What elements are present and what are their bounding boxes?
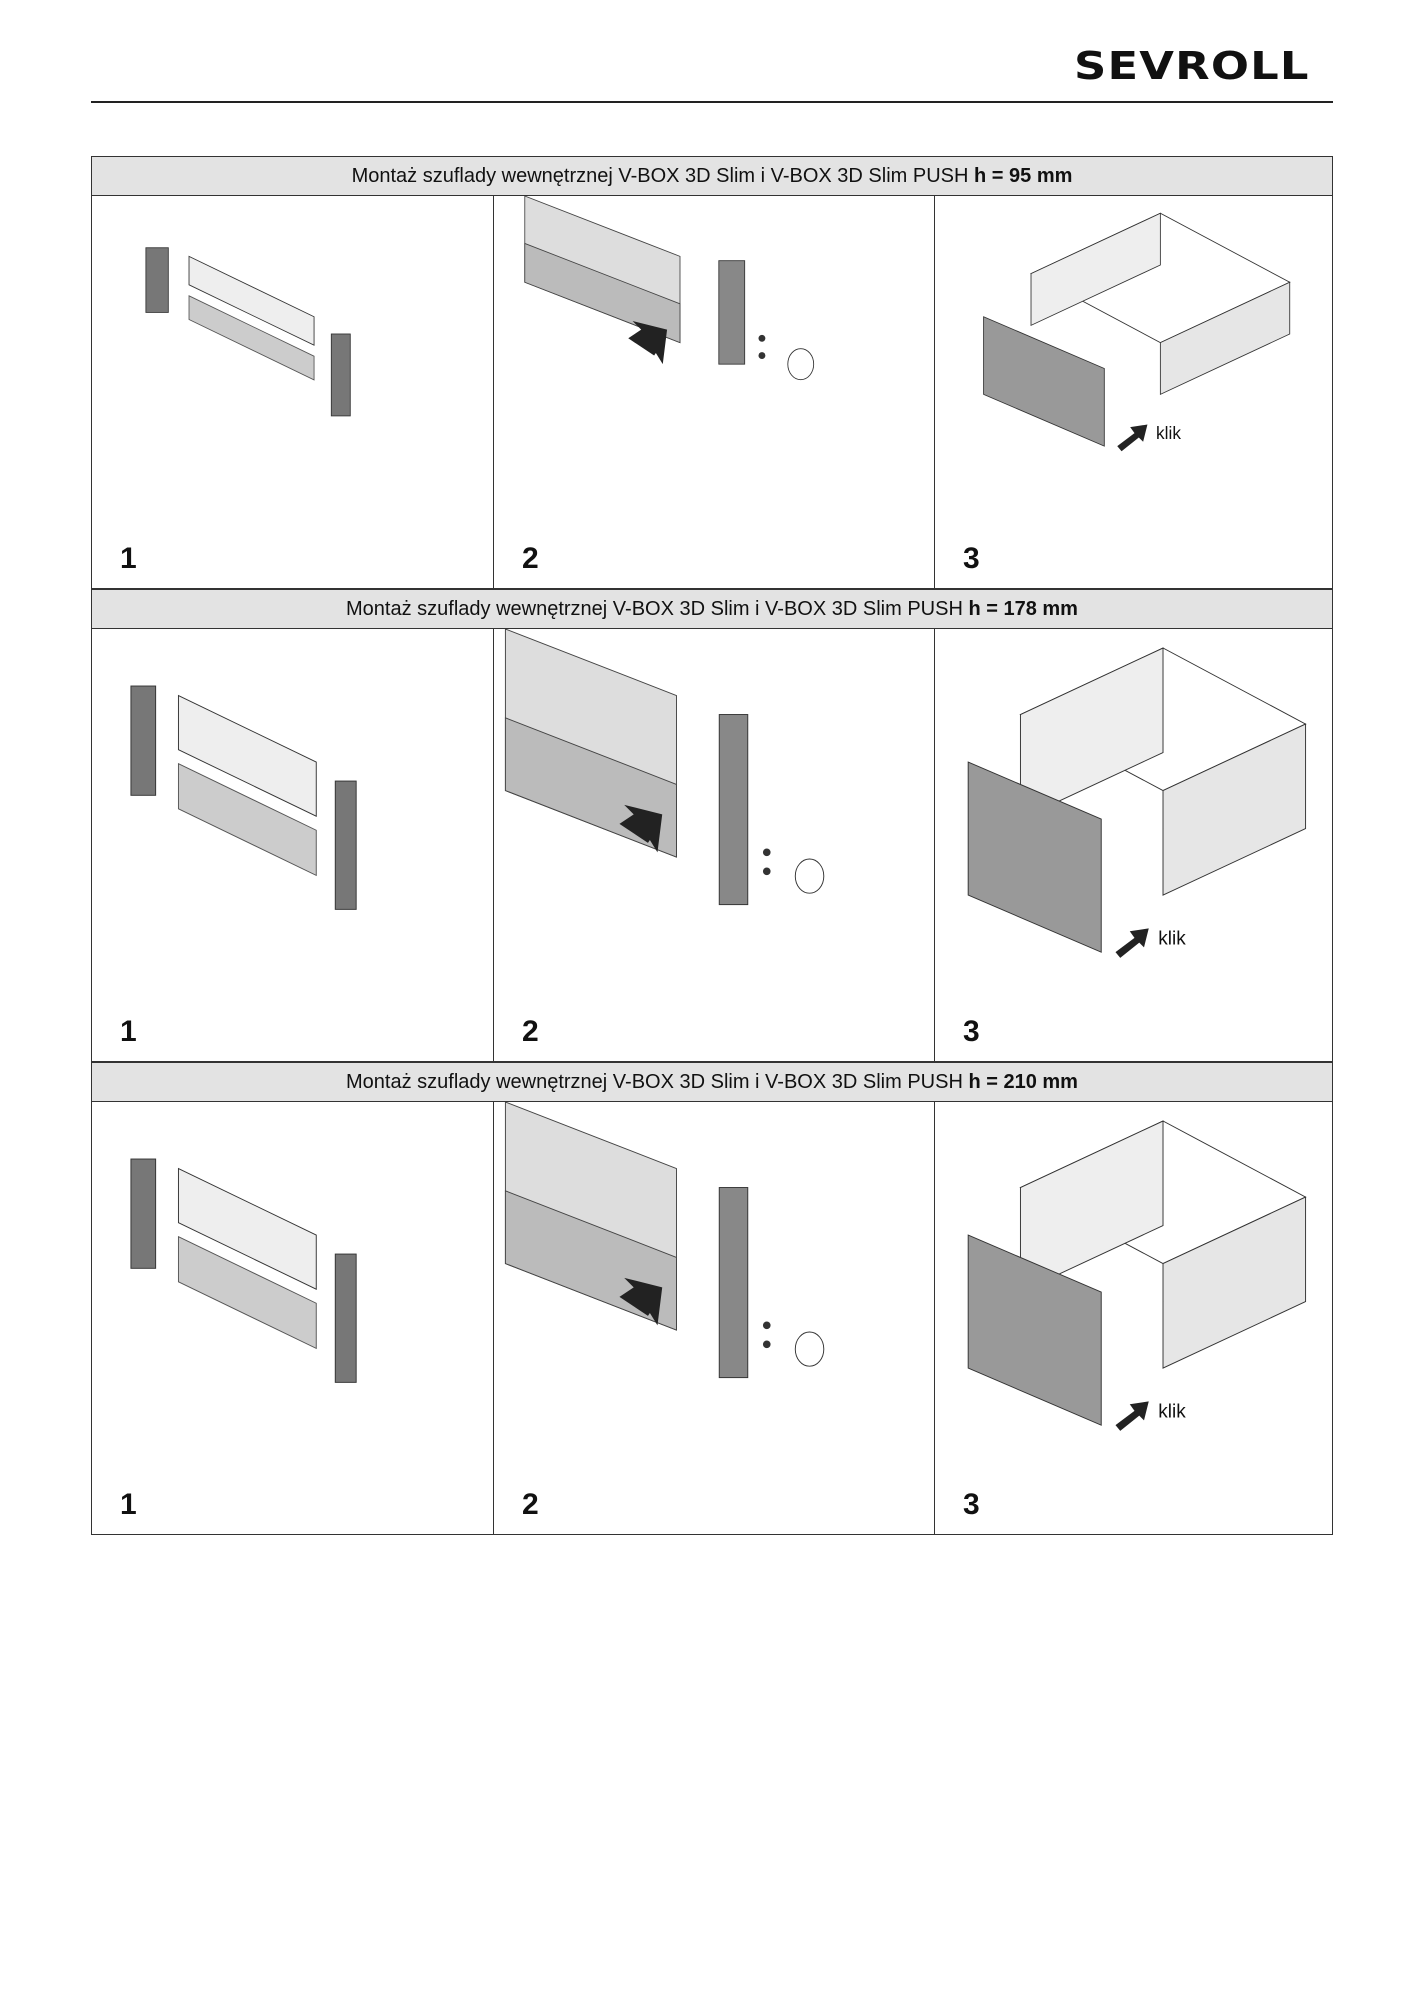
section-title: Montaż szuflady wewnętrznej V-BOX 3D Sli… (92, 157, 1332, 196)
assembly-section: Montaż szuflady wewnętrznej V-BOX 3D Sli… (91, 589, 1333, 1062)
step-number: 1 (120, 1015, 137, 1048)
screw-icon (762, 848, 771, 857)
arrow-icon (619, 804, 663, 853)
step-2-illustration (504, 1102, 825, 1379)
step-number: 3 (963, 542, 980, 575)
screw-icon (758, 352, 766, 359)
arrow-icon (619, 1277, 663, 1326)
step-number: 1 (120, 1488, 137, 1521)
drawer-side-right (1159, 281, 1291, 396)
drawer-front (983, 316, 1105, 447)
height-label: h = 210 mm (968, 1071, 1078, 1093)
step-number: 2 (522, 1015, 539, 1048)
back-panel (188, 295, 315, 381)
front-panel (177, 694, 317, 817)
step-number: 2 (522, 542, 539, 575)
step-number: 3 (963, 1488, 980, 1521)
drawer-side-right (1162, 723, 1307, 896)
height-label: h = 95 mm (974, 165, 1073, 187)
end-bracket (718, 260, 746, 365)
section-title-text: Montaż szuflady wewnętrznej V-BOX 3D Sli… (346, 1071, 963, 1093)
section-title-text: Montaż szuflady wewnętrznej V-BOX 3D Sli… (351, 165, 969, 187)
front-panel (177, 1167, 317, 1290)
drawer-front (967, 1234, 1102, 1426)
height-label: h = 178 mm (968, 598, 1078, 620)
step-3-cell: klik 3 (934, 196, 1334, 588)
panel-lower (524, 242, 681, 344)
step-2-illustration (504, 629, 825, 906)
step-2-cell: 2 (493, 629, 935, 1061)
front-panel (188, 255, 315, 346)
section-title: Montaż szuflady wewnętrznej V-BOX 3D Sli… (92, 590, 1332, 629)
screw-icon (758, 334, 766, 342)
side-end-left (130, 685, 157, 796)
step-number: 2 (522, 1488, 539, 1521)
step-1-illustration (130, 685, 357, 910)
step-1-illustration (130, 1158, 357, 1383)
end-bracket (718, 1187, 749, 1379)
side-end-left (130, 1158, 157, 1269)
step-number: 3 (963, 1015, 980, 1048)
drawer-side-right (1162, 1196, 1307, 1369)
side-end-right (330, 333, 351, 417)
step-2-cell: 2 (493, 196, 935, 588)
side-end-right (334, 1253, 357, 1383)
side-end-left (145, 247, 169, 313)
end-bracket (718, 714, 749, 906)
klik-label: klik (1158, 1402, 1186, 1423)
klik-label: klik (1156, 423, 1181, 443)
arrow-icon (1117, 424, 1148, 452)
arrow-icon (1115, 928, 1149, 958)
arrow-icon (1115, 1401, 1149, 1431)
rotate-icon (794, 858, 825, 894)
step-3-cell: klik 3 (934, 629, 1334, 1061)
sevroll-logo: SEVROLL (1074, 44, 1310, 88)
step-3-illustration: klik (967, 1120, 1307, 1431)
back-panel (177, 762, 317, 877)
screw-icon (762, 867, 771, 876)
section-title: Montaż szuflady wewnętrznej V-BOX 3D Sli… (92, 1063, 1332, 1102)
klik-label: klik (1158, 929, 1186, 950)
step-1-cell: 1 (92, 629, 493, 1061)
step-2-cell: 2 (493, 1102, 935, 1534)
step-number: 1 (120, 542, 137, 575)
header-divider (91, 101, 1333, 103)
rotate-icon (787, 348, 815, 381)
step-3-cell: klik 3 (934, 1102, 1334, 1534)
back-panel (177, 1235, 317, 1350)
assembly-section: Montaż szuflady wewnętrznej V-BOX 3D Sli… (91, 156, 1333, 589)
step-3-illustration: klik (983, 212, 1291, 452)
side-end-right (334, 780, 357, 910)
drawer-front (967, 761, 1102, 953)
step-1-cell: 1 (92, 196, 493, 588)
screw-icon (762, 1321, 771, 1330)
assembly-section: Montaż szuflady wewnętrznej V-BOX 3D Sli… (91, 1062, 1333, 1535)
section-title-text: Montaż szuflady wewnętrznej V-BOX 3D Sli… (346, 598, 963, 620)
rotate-icon (794, 1331, 825, 1367)
drawer-side (1030, 212, 1161, 327)
step-3-illustration: klik (967, 647, 1307, 958)
step-1-cell: 1 (92, 1102, 493, 1534)
step-2-illustration (524, 196, 815, 381)
screw-icon (762, 1340, 771, 1349)
step-1-illustration (145, 247, 351, 417)
